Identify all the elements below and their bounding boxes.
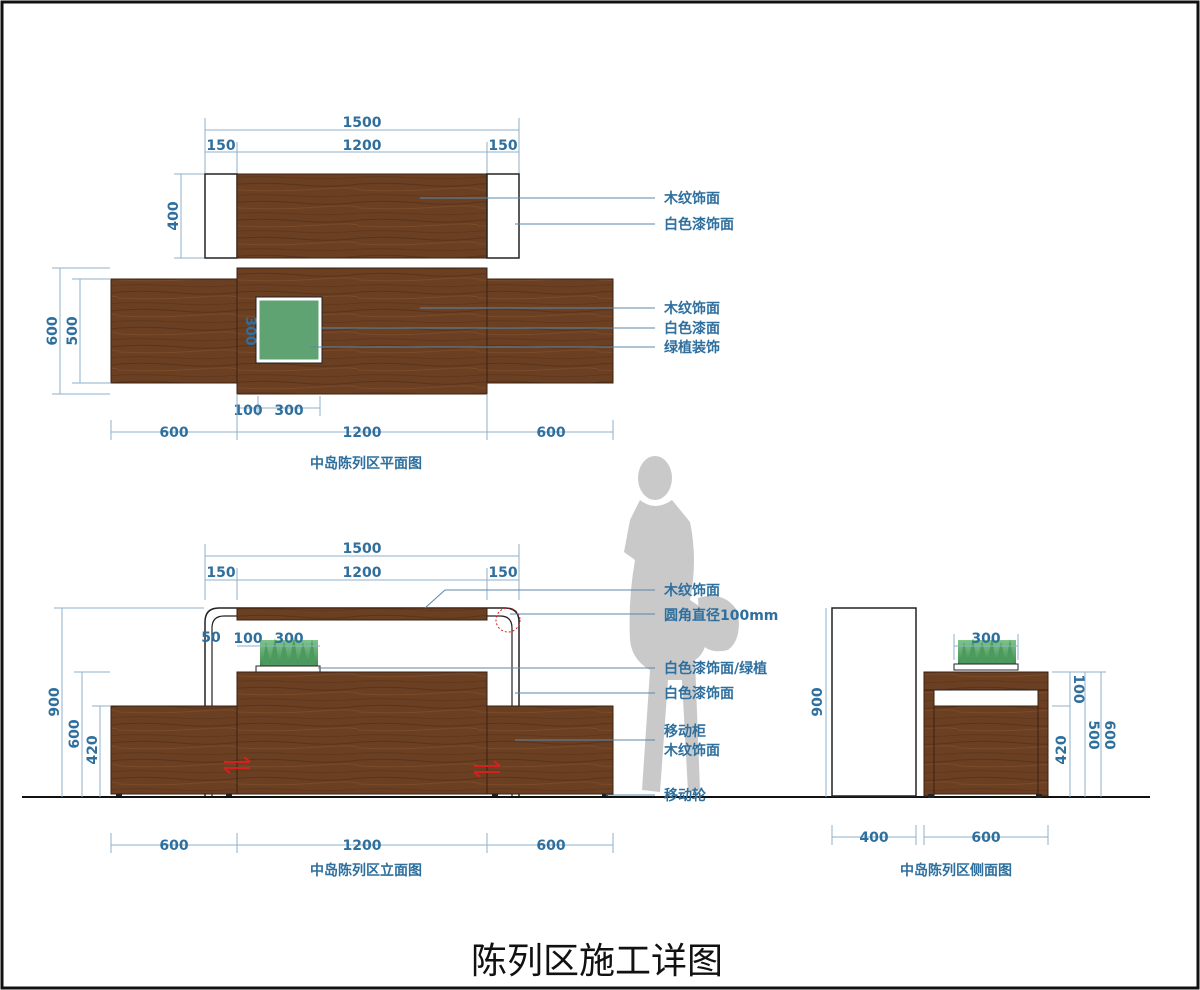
- plan-planter: [256, 297, 322, 363]
- move-arrow-icon: [223, 756, 251, 774]
- plan-dim-planter-offset: 100: [233, 403, 262, 419]
- plan-left-cabinet: [110, 278, 238, 384]
- side-caption: 中岛陈列区侧面图: [900, 862, 1012, 879]
- side-cabinet-body: [933, 705, 1039, 795]
- elev-dim-height-cab: 420: [85, 735, 101, 764]
- side-dim-height-left: 900: [810, 687, 826, 716]
- side-dim-bottom-left: 400: [859, 830, 888, 846]
- plan-dim-bottom-mid: 1200: [343, 425, 382, 441]
- side-dim-right-mid: 500: [1085, 720, 1101, 749]
- plan-dim-upper-height: 400: [166, 201, 182, 230]
- elev-label-5: 移动柜: [664, 723, 706, 740]
- plan-dim-top-total: 1500: [343, 115, 382, 131]
- side-cabinet-opening: [933, 689, 1039, 707]
- elev-dim-planter-offset: 100: [233, 631, 262, 647]
- plan-dim-bottom-right: 600: [536, 425, 565, 441]
- elev-label-2: 圆角直径100mm: [664, 607, 778, 624]
- plan-dim-inner-height: 500: [65, 316, 81, 345]
- side-dim-bottom-right: 600: [971, 830, 1000, 846]
- elev-dim-gap: 50: [201, 630, 221, 646]
- elev-label-1: 木纹饰面: [663, 582, 720, 599]
- plan-dim-planter-size: 300: [242, 316, 258, 345]
- elev-left-cabinet: [110, 705, 238, 795]
- plan-label-4: 白色漆面: [664, 320, 720, 337]
- plan-upper-wood-top: [236, 173, 488, 259]
- plan-label-3: 木纹饰面: [663, 300, 720, 317]
- plan-view: 1500 150 1200 150 400 600 500 300: [45, 115, 734, 472]
- human-silhouette: [624, 456, 739, 792]
- plan-label-5: 绿植装饰: [664, 339, 720, 356]
- plan-dim-top-mid: 1200: [343, 138, 382, 154]
- side-dim-planter-width: 300: [971, 631, 1000, 647]
- elevation-view: 1500 150 1200 150: [22, 541, 1150, 879]
- move-arrow-icon: [473, 760, 501, 778]
- plan-right-cabinet: [486, 278, 614, 384]
- elev-dim-planter-width: 300: [274, 631, 303, 647]
- elev-dim-bottom-mid: 1200: [343, 838, 382, 854]
- elev-dim-bottom-right: 600: [536, 838, 565, 854]
- plan-upper-white-end-left: [204, 173, 238, 259]
- page-title: 陈列区施工详图: [471, 941, 723, 982]
- side-dim-right-total: 600: [1101, 720, 1117, 749]
- side-planter-box: [953, 663, 1019, 671]
- plan-dim-outer-height: 600: [45, 316, 61, 345]
- elev-dim-top-right: 150: [488, 565, 517, 581]
- elev-label-6: 木纹饰面: [663, 742, 720, 759]
- side-view: 900 300 100 500 420 600 400: [810, 607, 1117, 879]
- elev-planter-box: [255, 665, 321, 673]
- elev-dim-top-left: 150: [206, 565, 235, 581]
- plan-dim-top-left: 150: [206, 138, 235, 154]
- side-white-panel: [831, 607, 917, 797]
- plan-label-1: 木纹饰面: [663, 190, 720, 207]
- side-dim-right-low: 420: [1054, 735, 1070, 764]
- side-cabinet-top: [923, 671, 1049, 691]
- elev-label-7: 移动轮: [664, 787, 706, 804]
- elev-dim-bottom-left: 600: [159, 838, 188, 854]
- elev-dim-top-mid: 1200: [343, 565, 382, 581]
- plan-caption: 中岛陈列区平面图: [310, 455, 422, 472]
- plan-label-2: 白色漆饰面: [664, 216, 734, 233]
- elev-dim-top-total: 1500: [343, 541, 382, 557]
- elev-center-cabinet: [236, 671, 488, 795]
- plan-dim-bottom-left: 600: [159, 425, 188, 441]
- elev-right-cabinet: [486, 705, 614, 795]
- elev-label-3: 白色漆饰面/绿植: [664, 660, 767, 677]
- side-dim-right-top: 100: [1070, 674, 1086, 703]
- elev-label-4: 白色漆饰面: [664, 685, 734, 702]
- plan-upper-white-end-right: [486, 173, 520, 259]
- elev-dim-height-mid: 600: [67, 719, 83, 748]
- plan-dim-top-right: 150: [488, 138, 517, 154]
- elevation-caption: 中岛陈列区立面图: [310, 862, 422, 879]
- elev-wood-top: [236, 607, 488, 621]
- elev-dim-height-total: 900: [47, 687, 63, 716]
- elev-planter-grass: [260, 640, 318, 666]
- plan-dim-planter-width: 300: [274, 403, 303, 419]
